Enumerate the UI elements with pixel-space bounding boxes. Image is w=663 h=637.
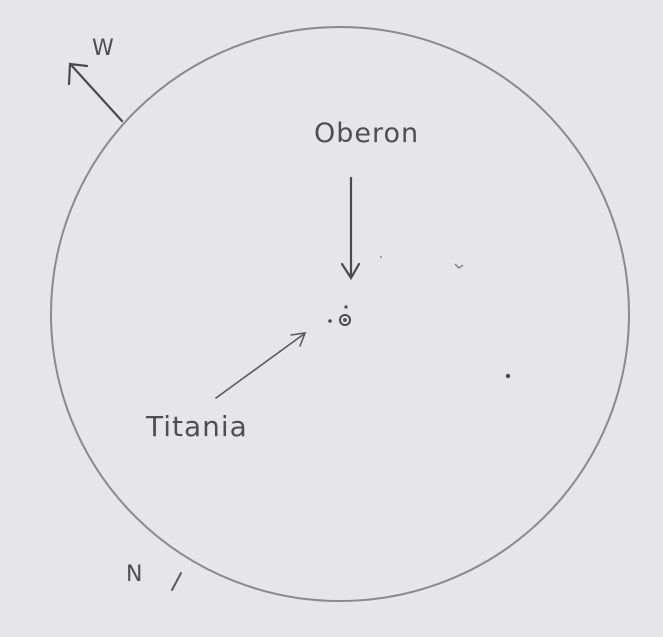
faint-star-dot — [380, 256, 382, 258]
faint-star-mark — [454, 263, 464, 269]
planet-core — [343, 318, 347, 322]
star-dot — [505, 373, 511, 379]
oberon-arrow — [340, 176, 361, 281]
north-marker — [171, 572, 182, 591]
titania-label: Titania — [146, 410, 248, 443]
titania-arrow — [215, 332, 307, 399]
oberon-label: Oberon — [314, 118, 420, 149]
west-arrow — [67, 62, 124, 123]
north-label: N — [126, 562, 144, 587]
west-label: W — [92, 36, 115, 61]
planet-disc — [339, 314, 351, 326]
titania-dot — [328, 319, 332, 323]
field-of-view-circle — [50, 26, 630, 602]
oberon-dot — [344, 305, 348, 309]
